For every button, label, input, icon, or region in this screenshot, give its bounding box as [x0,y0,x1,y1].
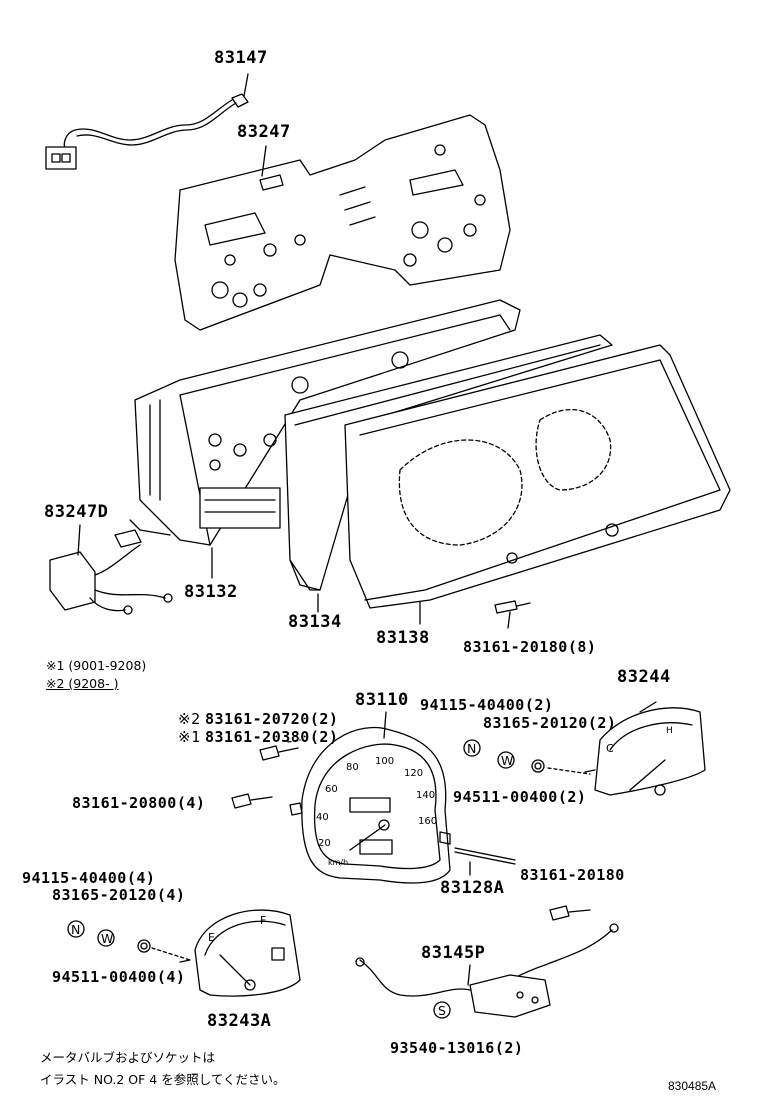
label-83134: 83134 [288,612,342,632]
fuel-gauge-83243A [179,909,301,997]
meter-case-83132 [129,299,521,579]
speed-mark-20: 20 [318,838,331,849]
label-83165-20120-2: 83165-20120(2) [483,714,617,732]
wire-harness-83145P [355,923,619,1019]
label-83161-20380-2: 83161-20380(2) [205,728,339,746]
label-83110: 83110 [355,690,409,710]
fuel-mark-e: E [208,931,215,944]
speed-mark-100: 100 [375,756,395,767]
temp-mark-h: H [666,726,673,736]
speed-mark-40: 40 [316,812,329,823]
legend-line-2: ※2 (9208- ) [46,676,119,691]
label-83243A: 83243A [207,1011,272,1031]
speed-unit: km/h [328,858,349,867]
meter-glass-83138 [344,344,731,625]
label-83161-20180: 83161-20180 [520,866,625,884]
speed-mark-160: 160 [418,816,438,827]
fuel-mark-f: F [260,914,267,927]
label-83132: 83132 [184,582,238,602]
footnote-line-2: イラスト NO.2 OF 4 を参照してください。 [40,1072,286,1087]
figure-number: 830485A [668,1079,717,1093]
label-83161-20180-8: 83161-20180(8) [463,638,597,656]
mark-1-20380: ※1 [178,728,201,746]
meter-panel-83134 [284,334,613,613]
label-83138: 83138 [376,628,430,648]
legend-line-1: ※1 (9001-9208) [46,658,147,673]
speedometer-83110 [289,711,451,884]
label-83128A: 83128A [440,878,505,898]
washer-n-left: N [71,922,81,937]
speed-mark-80: 80 [346,762,359,773]
washers-left [67,920,191,961]
speed-mark-60: 60 [325,784,338,795]
label-83161-20720-2: 83161-20720(2) [205,710,339,728]
washers-right [463,739,591,775]
speed-mark-120: 120 [404,768,424,779]
temp-gauge-83244 [584,701,706,796]
screw-83161-20180-lower [549,905,591,921]
temp-mark-c: C [606,742,614,755]
footnote-line-1: メータバルブおよびソケットは [40,1050,216,1065]
label-83247: 83247 [237,122,291,142]
cable-83128A [454,847,516,876]
label-94511-00400-4: 94511-00400(4) [52,968,186,986]
screws-speedometer [231,739,301,809]
washer-w-left: W [101,931,114,946]
label-83165-20120-4: 83165-20120(4) [52,886,186,904]
mark-2-20720: ※2 [178,710,201,728]
label-83147: 83147 [214,48,268,68]
label-94511-00400-2: 94511-00400(2) [453,788,587,806]
washer-n-right: N [467,741,477,756]
washer-w-right: W [501,753,514,768]
label-93540-13016-2: 93540-13016(2) [390,1039,524,1057]
socket-assembly-83247D [49,524,173,615]
label-94115-40400-4: 94115-40400(4) [22,869,156,887]
speed-mark-140: 140 [416,790,436,801]
label-94115-40400-2: 94115-40400(2) [420,696,554,714]
screw-s-circle: S [438,1003,446,1018]
printed-circuit-plate-83247 [174,114,511,331]
label-83247D: 83247D [44,502,109,522]
wire-harness-83147 [45,73,249,170]
label-83145P: 83145P [421,943,486,963]
label-83244: 83244 [617,667,671,687]
screw-83161-20180-top [494,600,531,629]
label-83161-20800-4: 83161-20800(4) [72,794,206,812]
